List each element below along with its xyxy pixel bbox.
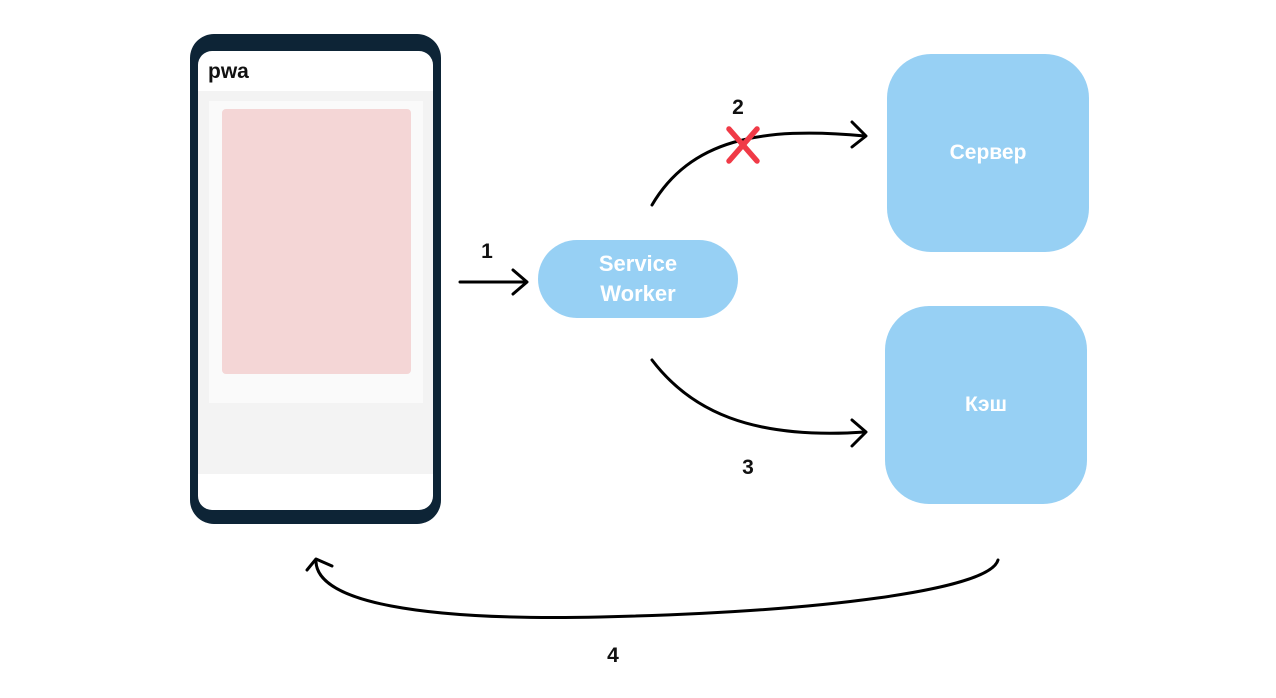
app-content-area: [198, 91, 433, 474]
server-label: Сервер: [949, 141, 1027, 164]
arrow-2-head: [850, 120, 868, 149]
arrow-3-head: [850, 418, 868, 448]
step-label-4: 4: [607, 644, 619, 667]
server-node: Сервер: [887, 54, 1089, 252]
service-worker-label-line1: Service: [598, 251, 678, 277]
image-placeholder: [222, 109, 411, 374]
phone-frame: pwa: [190, 34, 441, 524]
arrow-3: [650, 358, 867, 435]
cache-label: Кэш: [965, 393, 1007, 416]
service-worker-label-line2: Worker: [600, 281, 676, 306]
blocked-x-icon: [726, 126, 760, 164]
arrow-4-head: [305, 557, 334, 572]
app-title: pwa: [208, 60, 249, 83]
cache-node: Кэш: [885, 306, 1087, 504]
service-worker-node: Service Worker: [538, 240, 738, 318]
step-label-2: 2: [732, 96, 744, 119]
arrow-4: [314, 558, 1000, 619]
phone-screen: pwa: [198, 51, 433, 510]
step-label-3: 3: [742, 456, 754, 479]
content-card: [209, 101, 423, 403]
arrow-2: [650, 131, 867, 207]
step-label-1: 1: [481, 240, 493, 263]
arrow-1-head: [511, 268, 529, 296]
